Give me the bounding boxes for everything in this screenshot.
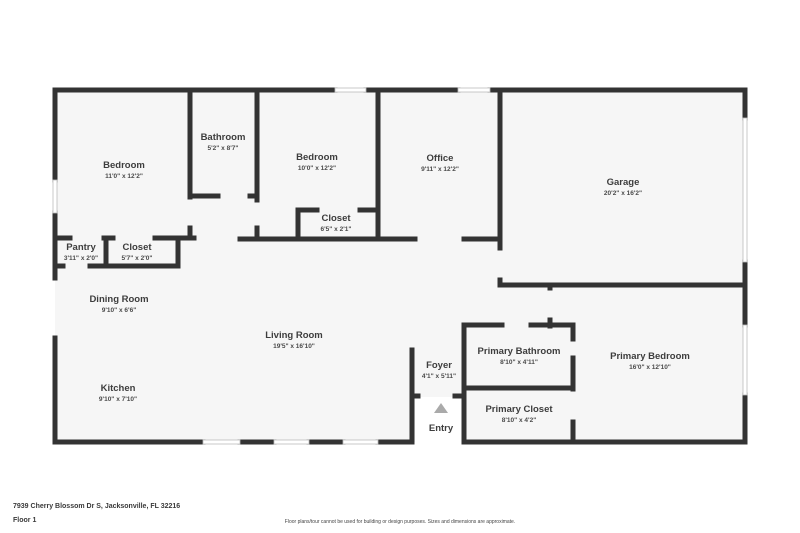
disclaimer: Floor plans/tour cannot be used for buil… [284,519,516,525]
window [457,87,491,93]
room-dim-bathroom: 5'2" x 8'7" [207,145,239,152]
room-dim-office: 9'11" x 12'2" [421,166,459,173]
room-label-primary-bathroom: Primary Bathroom [477,346,561,357]
room-label-bedroom-1: Bedroom [103,160,145,171]
room-dim-foyer: 4'1" x 5'11" [421,373,457,380]
room-label-garage: Garage [606,177,640,188]
room-dim-closet-bedroom-2: 6'5" x 2'1" [320,226,352,233]
window [202,439,241,445]
window [342,439,379,445]
room-dim-bedroom-1: 11'0" x 12'2" [105,173,143,180]
room-label-dining-room: Dining Room [89,294,149,305]
room-label-closet-bedroom-2: Closet [321,213,351,224]
room-dim-living-room: 19'5" x 16'10" [273,343,315,350]
room-dim-primary-bathroom: 8'10" x 4'11" [500,359,538,366]
room-label-office: Office [426,153,454,164]
room-label-living-room: Living Room [265,330,323,341]
floor-label: Floor 1 [13,517,37,524]
property-address: 7939 Cherry Blossom Dr S, Jacksonville, … [13,503,181,510]
room-label-foyer: Foyer [426,360,452,371]
room-label-kitchen: Kitchen [100,383,136,394]
room-label-pantry: Pantry [66,242,96,253]
entry-arrow-icon [434,403,448,413]
window [742,117,748,263]
window [273,439,310,445]
room-dim-bedroom-2: 10'0" x 12'2" [297,165,337,172]
room-label-bathroom: Bathroom [200,132,246,143]
window [334,87,367,93]
room-dim-dining-room: 9'10" x 6'6" [101,307,137,314]
room-label-bedroom-2: Bedroom [296,152,338,163]
room-dim-primary-closet: 8'10" x 4'2" [501,417,537,424]
room-dim-pantry: 3'11" x 2'0" [63,255,99,262]
room-label-primary-closet: Primary Closet [485,404,553,415]
room-dim-kitchen: 9'10" x 7'10" [98,396,138,403]
room-dim-closet-hall: 5'7" x 2'0" [121,255,153,262]
room-label-primary-bedroom: Primary Bedroom [610,351,690,362]
room-label-closet-hall: Closet [122,242,152,253]
room-dim-primary-bedroom: 16'0" x 12'10" [629,364,671,371]
entry-label: Entry [428,423,454,434]
windows [52,87,748,445]
entry-area [415,397,464,445]
window [52,179,58,214]
walls [52,87,748,445]
window [742,324,748,396]
room-dim-garage: 20'2" x 16'2" [603,190,643,197]
